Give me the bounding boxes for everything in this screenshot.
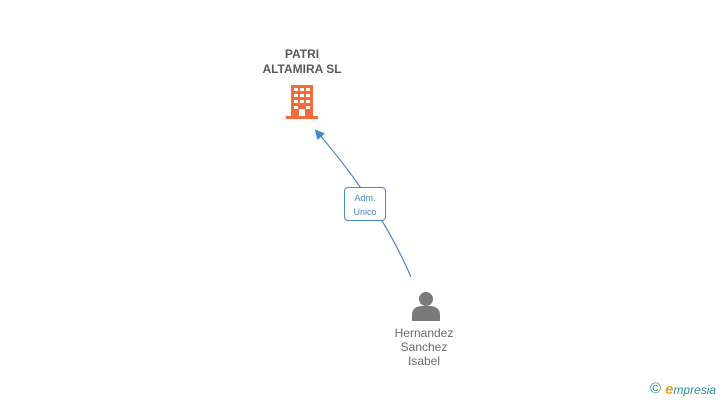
empresia-watermark: © empresia bbox=[650, 380, 716, 398]
brand-logo: empresia bbox=[665, 381, 716, 398]
company-name[interactable]: PATRI ALTAMIRA SL bbox=[232, 47, 372, 77]
person-name-line-3: Isabel bbox=[407, 354, 441, 368]
role-label-line-1: Adm. bbox=[354, 193, 376, 203]
person-icon[interactable] bbox=[412, 291, 440, 321]
company-name-line-2: ALTAMIRA SL bbox=[262, 62, 342, 76]
role-label[interactable]: Adm. Unico bbox=[344, 187, 386, 221]
brand-logo-initial: e bbox=[665, 380, 674, 398]
building-icon[interactable] bbox=[286, 83, 318, 119]
copyright-icon: © bbox=[650, 380, 662, 397]
brand-logo-text: mpresia bbox=[673, 382, 717, 397]
person-name-line-1: Hernandez bbox=[394, 326, 454, 340]
person-name-line-2: Sanchez bbox=[400, 340, 448, 354]
company-name-line-1: PATRI bbox=[284, 47, 320, 61]
person-name[interactable]: Hernandez Sanchez Isabel bbox=[372, 326, 476, 368]
role-label-line-2: Unico bbox=[353, 207, 377, 217]
